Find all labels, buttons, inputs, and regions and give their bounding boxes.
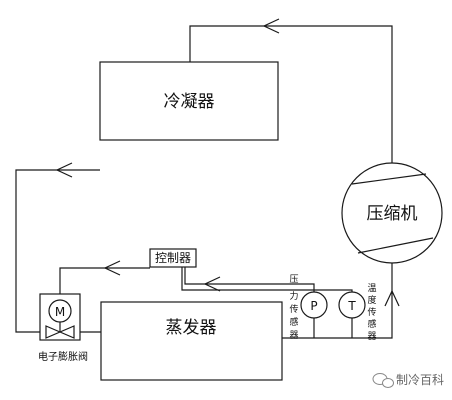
compressor-label: 压缩机 (367, 204, 418, 224)
compressor: 压缩机 (341, 162, 443, 264)
valve-motor-symbol: M (55, 305, 65, 319)
watermark: 制冷百科 (372, 373, 444, 388)
pressure-sensor-char-5: 器 (289, 330, 298, 341)
discharge-pipe (189, 25, 393, 163)
controller: 控制器 (149, 248, 197, 268)
temperature-sensor-symbol: T (347, 299, 356, 313)
compressor-line-top (351, 173, 427, 185)
watermark-text: 制冷百科 (396, 373, 444, 387)
flow-arrows (55, 18, 400, 307)
condenser-label: 冷凝器 (164, 92, 215, 112)
expansion-valve-label: 电子膨胀阀 (38, 350, 88, 363)
temperature-sensor-char-5: 器 (367, 331, 376, 342)
temperature-sensor-char-2: 度 (367, 294, 376, 306)
flow-arrow-condenser-out (55, 162, 73, 178)
flow-arrow-top (262, 18, 280, 34)
evaporator-box (100, 301, 283, 381)
valve-bowtie-icon (45, 325, 75, 339)
pressure-sensor-char-2: 力 (289, 290, 298, 302)
flow-arrow-suction (384, 289, 400, 307)
pressure-sensor-char-4: 感 (289, 316, 298, 328)
temperature-sensor-char-3: 传 (367, 306, 376, 318)
temperature-sensor-circle (338, 291, 366, 319)
temperature-sensor: T 温 度 传 感 器 (338, 283, 377, 342)
pressure-sensor-symbol: P (310, 299, 317, 313)
controller-to-pressure-sensor-signal (184, 267, 315, 292)
flow-arrow-controller-to-valve (103, 260, 121, 276)
temperature-sensor-char-1: 温 (367, 283, 376, 294)
evaporator: 蒸发器 (100, 301, 283, 381)
controller-to-valve-signal (59, 267, 150, 294)
suction-pipe (282, 263, 393, 339)
pressure-sensor-circle (300, 291, 328, 319)
controller-box (149, 248, 197, 268)
controller-label: 控制器 (155, 251, 191, 265)
temperature-sensor-char-4: 感 (367, 318, 376, 330)
pressure-sensor-char-3: 传 (289, 303, 298, 315)
flow-arrow-pressure-signal (203, 276, 221, 292)
evaporator-label: 蒸发器 (166, 318, 217, 338)
compressor-line-bottom (357, 237, 434, 254)
expansion-valve: M 电子膨胀阀 (38, 293, 88, 363)
compressor-circle (341, 162, 443, 264)
condenser: 冷凝器 (99, 61, 279, 141)
pressure-sensor: P 压 力 传 感 器 (289, 274, 328, 341)
controller-to-temperature-sensor-signal (181, 267, 353, 292)
condenser-box (99, 61, 279, 141)
wechat-icon (372, 373, 394, 388)
pressure-sensor-char-1: 压 (289, 274, 298, 285)
